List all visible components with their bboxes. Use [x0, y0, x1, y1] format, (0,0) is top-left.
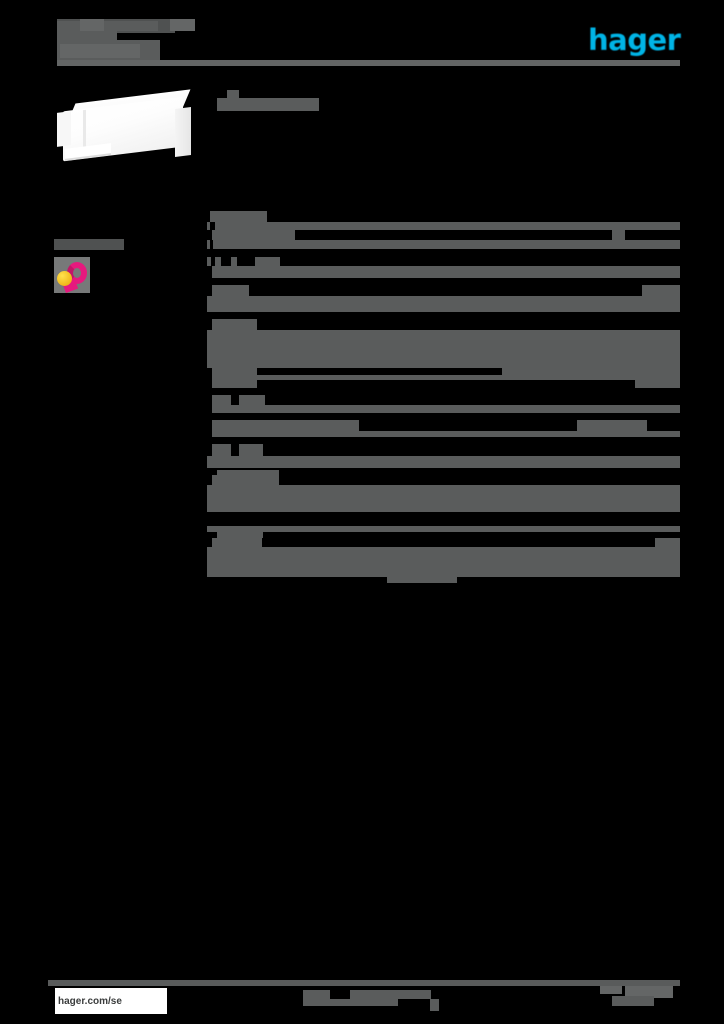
footer-right-redaction-block — [612, 996, 654, 1006]
table-row — [207, 456, 680, 468]
footer-right-redaction-block — [625, 986, 673, 998]
section-heading-redaction-block — [227, 90, 239, 98]
table-row — [207, 431, 680, 437]
table-cell-gap — [207, 405, 212, 413]
table-cell-gap — [625, 230, 680, 240]
table-row — [207, 490, 680, 512]
title-redaction-block — [80, 19, 104, 31]
table-cell-gap — [249, 285, 642, 296]
table-row — [207, 380, 680, 388]
table-cell-gap — [295, 230, 612, 240]
footer-right-redaction-block — [600, 986, 622, 994]
table-cell-gap — [263, 444, 680, 456]
table-cell-gap — [257, 368, 502, 375]
table-cell-gap — [207, 319, 212, 330]
table-cell-gap — [207, 380, 212, 388]
product-image — [55, 89, 200, 176]
table-row — [207, 296, 680, 312]
eco-label-redaction-block — [54, 239, 124, 250]
table-row — [207, 222, 680, 230]
table-cell-gap — [262, 538, 655, 547]
product-image-side-face — [175, 107, 191, 157]
footer-url-box[interactable]: hager.com/se — [55, 988, 167, 1014]
title-redaction-block — [170, 19, 195, 31]
table-row — [207, 230, 680, 240]
table-row — [207, 388, 680, 395]
table-cell-gap — [210, 240, 213, 249]
table-row — [207, 475, 680, 485]
table-cell-gap — [207, 375, 212, 380]
table-row — [207, 266, 680, 278]
table-row — [207, 413, 680, 420]
table-cell-gap — [257, 380, 635, 388]
table-row — [207, 368, 680, 375]
table-cell-gap — [210, 222, 215, 230]
table-cell-gap — [265, 395, 680, 405]
table-cell-gap — [263, 475, 680, 485]
table-cell-gap — [267, 211, 680, 222]
section-heading-redaction-block — [217, 98, 319, 111]
section-label-redaction-block — [217, 528, 263, 540]
footer-center-redaction-block — [430, 999, 439, 1011]
footer-url-text: hager.com/se — [58, 995, 122, 1007]
table-cell-gap — [207, 285, 212, 296]
table-row — [207, 547, 680, 577]
table-cell-gap — [207, 266, 212, 278]
table-cell-gap — [207, 395, 212, 405]
table-cell-gap — [207, 431, 212, 437]
table-row — [207, 257, 680, 266]
table-cell-gap — [211, 257, 215, 266]
footer-divider — [48, 980, 680, 986]
footer-center-redaction-block — [303, 990, 431, 999]
table-row — [207, 285, 680, 296]
table-cell-gap — [231, 444, 239, 456]
table-cell-gap — [207, 475, 212, 485]
hager-logo: hager — [588, 23, 681, 57]
table-row — [207, 312, 680, 319]
table-row — [207, 405, 680, 413]
table-cell-gap — [359, 420, 577, 431]
eco-dot-shape — [57, 271, 72, 286]
table-row — [207, 278, 680, 285]
table-cell-gap — [231, 395, 239, 405]
table-cell-gap — [207, 368, 212, 375]
table-row — [207, 330, 680, 368]
table-row — [207, 211, 680, 222]
table-cell-gap — [221, 257, 231, 266]
table-row — [207, 444, 680, 456]
table-row — [207, 577, 680, 583]
table-row — [207, 240, 680, 249]
table-row — [207, 538, 680, 547]
table-row — [207, 437, 680, 444]
table-row — [207, 395, 680, 405]
table-row — [207, 319, 680, 330]
table-row — [207, 375, 680, 380]
table-row — [207, 512, 680, 526]
table-cell-gap — [257, 319, 680, 330]
table-cell-gap — [207, 230, 212, 240]
title-redaction-block — [113, 21, 158, 31]
table-cell-gap — [207, 444, 212, 456]
table-row — [207, 420, 680, 431]
table-cell-gap — [647, 420, 680, 431]
table-cell-gap — [280, 257, 680, 266]
header-divider — [57, 60, 680, 66]
table-row — [207, 468, 680, 475]
footer-center-gap — [330, 990, 350, 999]
table-cell-gap — [237, 257, 255, 266]
subtitle-redaction-block — [60, 44, 140, 58]
table-cell-gap — [207, 538, 212, 547]
table-cell-gap — [207, 420, 212, 431]
table-cell-gap — [457, 577, 680, 583]
product-image-left-tab — [57, 111, 71, 147]
recycling-eco-icon — [54, 257, 90, 293]
footer-center-redaction-block — [303, 999, 398, 1006]
table-cell-gap — [207, 577, 387, 583]
table-cell-gap — [207, 211, 210, 222]
table-row — [207, 249, 680, 257]
